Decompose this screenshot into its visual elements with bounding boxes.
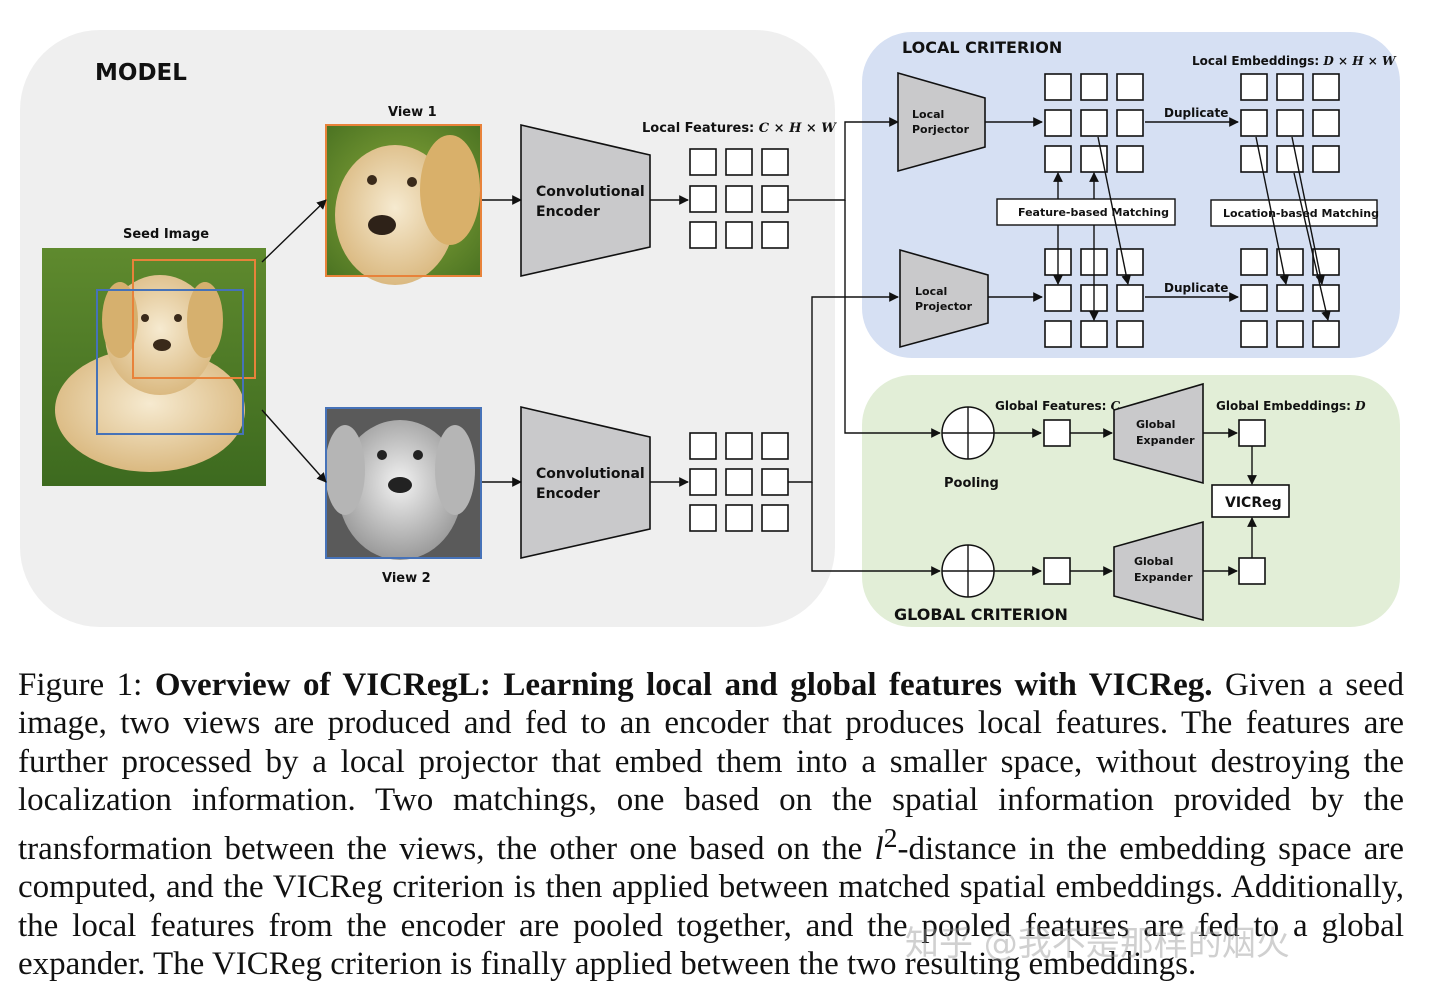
view2-crop-box <box>96 289 244 435</box>
pooling-top-icon <box>941 406 995 460</box>
vicreg-box: VICReg <box>1211 484 1290 518</box>
svg-text:Convolutional: Convolutional <box>536 466 645 482</box>
view2-image <box>325 407 482 560</box>
global-features-label: Global Features: C <box>995 399 1121 413</box>
svg-text:Convolutional: Convolutional <box>536 184 645 200</box>
pooling-bottom-icon <box>941 544 995 598</box>
location-based-matching-box: Location-based Matching <box>1210 199 1379 227</box>
svg-text:Feature-based Matching: Feature-based Matching <box>1018 206 1169 219</box>
svg-text:Expander: Expander <box>1134 571 1193 584</box>
global-feature-top <box>1043 419 1071 447</box>
svg-text:Expander: Expander <box>1136 434 1195 447</box>
model-title: MODEL <box>95 60 187 86</box>
local-embeddings-duplicate-top <box>1240 73 1340 173</box>
global-expander-bottom: Global Expander <box>1113 520 1204 622</box>
svg-text:VICReg: VICReg <box>1225 495 1282 511</box>
global-embedding-top <box>1238 419 1266 447</box>
view1-image <box>325 124 482 285</box>
global-feature-bottom <box>1043 557 1071 585</box>
local-features-label: Local Features: C × H × W <box>642 121 837 136</box>
math-symbol: l <box>874 831 884 868</box>
caption-text-part1: Given a seed image, two views are produc… <box>18 667 1405 868</box>
encoder-top: Convolutional Encoder <box>520 123 651 277</box>
vicregl-overview-diagram: MODEL Seed Image View 1 View 2 <box>20 30 1400 627</box>
pooling-label: Pooling <box>944 476 999 491</box>
global-expander-top: Global Expander <box>1113 382 1204 485</box>
svg-text:Local: Local <box>912 108 944 121</box>
watermark: 知乎 @我不是那样的烟火 <box>905 924 1290 964</box>
local-embeddings-duplicate-bottom <box>1240 248 1340 348</box>
view1-crop-box <box>132 259 256 379</box>
local-features-grid-bottom <box>689 432 789 532</box>
caption-text-part2: -distance in the embedding space are com… <box>18 831 1405 983</box>
local-features-grid-top <box>689 148 789 249</box>
local-embeddings-grid-top <box>1044 73 1144 173</box>
svg-text:Porjector: Porjector <box>912 123 970 136</box>
seed-image-label: Seed Image <box>123 227 209 242</box>
encoder-bottom: Convolutional Encoder <box>520 405 651 559</box>
feature-based-matching-box: Feature-based Matching <box>996 198 1176 226</box>
duplicate-label-top: Duplicate <box>1164 106 1228 120</box>
local-criterion-title: LOCAL CRITERION <box>902 38 1062 57</box>
figure-caption: Figure 1: Overview of VICRegL: Learning … <box>18 666 1404 983</box>
local-embeddings-label: Local Embeddings: D × H × W <box>1192 54 1397 68</box>
caption-title: Overview of VICRegL: Learning local and … <box>154 667 1213 703</box>
svg-text:Global: Global <box>1136 418 1175 431</box>
global-criterion-title: GLOBAL CRITERION <box>894 605 1068 624</box>
view2-label: View 2 <box>382 571 431 586</box>
global-embeddings-label: Global Embeddings: D <box>1216 399 1366 413</box>
math-superscript: 2 <box>883 822 898 854</box>
svg-text:Location-based Matching: Location-based Matching <box>1223 207 1379 220</box>
svg-text:Projector: Projector <box>915 300 973 313</box>
seed-image <box>42 248 266 486</box>
view1-label: View 1 <box>388 105 437 120</box>
svg-text:Encoder: Encoder <box>536 204 600 220</box>
local-projector-top: Local Porjector <box>897 71 986 173</box>
local-projector-bottom: Local Projector <box>899 248 989 349</box>
global-embedding-bottom <box>1238 557 1266 585</box>
duplicate-label-bottom: Duplicate <box>1164 281 1228 295</box>
svg-text:Local: Local <box>915 285 947 298</box>
svg-text:Encoder: Encoder <box>536 486 600 502</box>
svg-text:Global: Global <box>1134 555 1173 568</box>
caption-label: Figure 1: <box>18 667 143 703</box>
